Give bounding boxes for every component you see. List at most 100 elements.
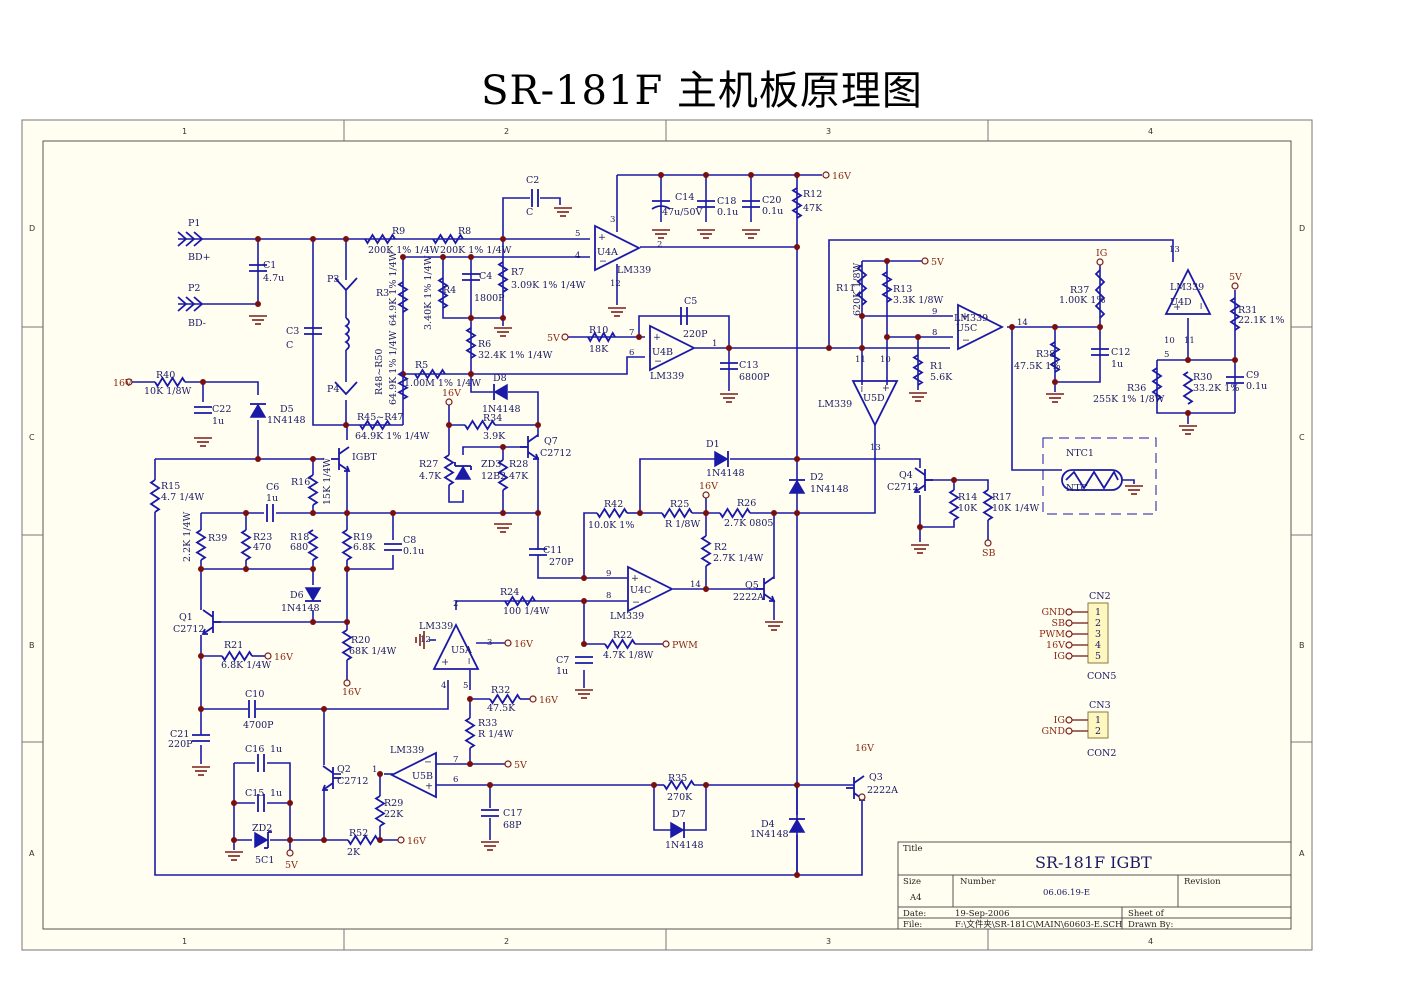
capacitor-c22 [194, 406, 212, 414]
emitter [202, 626, 214, 635]
plus-sign: + [440, 658, 451, 666]
u4a-part: LM339 [617, 265, 651, 276]
diode-body [788, 818, 806, 833]
r24-value: 100 1/4W [503, 606, 549, 617]
port-label-v16: 16V [855, 743, 874, 754]
u4a-pin-5: 5 [575, 229, 580, 239]
emitter [322, 782, 334, 791]
comparator-body [957, 303, 1005, 351]
junction-dot [658, 172, 664, 178]
size-value: A4 [909, 893, 922, 903]
junction-dot [826, 345, 832, 351]
resistor-r36 [1151, 367, 1163, 401]
resistor-r1 [912, 354, 924, 386]
c12-value: 1u [1111, 359, 1123, 370]
number-value: 06.06.19-E [1043, 888, 1090, 898]
number-label: Number [960, 877, 996, 887]
port-label-v16: 16V [274, 652, 293, 663]
ntc-thermistor [1042, 437, 1157, 515]
c2-ref: C2 [526, 175, 539, 186]
cn2-pin-port [1065, 652, 1073, 660]
cn2-pin-number: 5 [1095, 651, 1101, 662]
resistor-r3 [397, 281, 409, 313]
junction-dot [703, 586, 709, 592]
r5-value: 1.00M 1% 1/4W [404, 378, 481, 389]
connector-cn2 [1087, 602, 1109, 739]
junction-dot [859, 345, 865, 351]
grid-col-4-bottom: 4 [1148, 937, 1153, 946]
port-v16 [822, 171, 830, 179]
u4c-pin-9: 9 [606, 569, 611, 579]
capacitors [192, 189, 1244, 817]
port-label-v16: 16V [699, 481, 718, 492]
u5b-ref: U5B [412, 771, 433, 782]
u5a-part: LM339 [419, 621, 453, 632]
port-v5 [561, 333, 569, 341]
capacitor-c20 [742, 200, 760, 208]
port-label-v5: 5V [1229, 272, 1242, 283]
junction-dot [377, 771, 383, 777]
junction-dot [287, 800, 293, 806]
port-label-v16: 16V [407, 836, 426, 847]
resistor-r52 [347, 834, 379, 846]
c3-value: C [286, 340, 293, 351]
comparator-u4b: +− [649, 324, 697, 372]
cn3-pin-port [1065, 727, 1073, 735]
d6-ref: D6 [290, 590, 304, 601]
resistor-r13 [881, 271, 893, 303]
capacitor-c11 [529, 548, 547, 556]
u5b-part: LM339 [390, 745, 424, 756]
resistor-r32 [489, 693, 521, 705]
u5c-pin-8: 8 [932, 328, 937, 338]
port-label-v5: 5V [931, 257, 944, 268]
junction-dot [884, 334, 890, 340]
q1-ref: Q1 [179, 612, 193, 623]
cn2-net-pwm: PWM [1039, 629, 1065, 640]
power-ports: 16V5V5VIG5V16V16V16V16V16VPWM16V16V5V16V… [113, 171, 1242, 871]
q5-value: 2222A [733, 592, 764, 603]
r48-50-value: 64.9K 1% 1/4W [388, 330, 399, 405]
u4c-ref: U4C [630, 585, 651, 596]
comparators: +−+−+−+−+−+−+−+− [389, 224, 1212, 799]
c10-value: 4700P [243, 720, 274, 731]
junction-dot [1185, 357, 1191, 363]
u5d-ref: U5D [863, 393, 885, 404]
r38-value: 47.5K 1% [1014, 361, 1060, 372]
c15-ref: C15 [245, 788, 264, 799]
u4d-ref: U4D [1170, 297, 1192, 308]
cn3-type: CON2 [1087, 748, 1116, 759]
port-label-v5: 5V [514, 760, 527, 771]
size-label: Size [903, 877, 921, 887]
junction-dot [310, 619, 316, 625]
grid-col-1-bottom: 1 [182, 937, 187, 946]
r48-50-ref: R48~R50 [374, 349, 385, 395]
r28-value: 47K [509, 471, 529, 482]
port-label-v16: 16V [832, 171, 851, 182]
junction-dot [310, 456, 316, 462]
resistor-r7 [497, 261, 509, 293]
resistor-r16 [307, 474, 319, 506]
junction-dot [651, 782, 657, 788]
junction-dot [255, 236, 261, 242]
emitter [338, 463, 350, 472]
u5c-pin-9: 9 [932, 307, 937, 317]
port-label-sb: SB [982, 548, 996, 559]
diode-body [493, 383, 508, 401]
p1-ref: P1 [188, 218, 200, 229]
r33-ref: R33 [478, 718, 497, 729]
grid-row-a: A [29, 849, 35, 858]
junction-dot [794, 782, 800, 788]
port-v5 [286, 849, 294, 857]
grid-row-d-right: D [1299, 224, 1305, 233]
junction-dot [535, 422, 541, 428]
r12-ref: R12 [803, 189, 822, 200]
c6-value: 1u [266, 493, 278, 504]
u4d-part: LM339 [1170, 282, 1204, 293]
junction-dot [467, 696, 473, 702]
r38-ref: R38 [1036, 349, 1055, 360]
port-v16 [397, 836, 405, 844]
junction-dot [859, 313, 865, 319]
emitter-arrow [533, 453, 540, 460]
q4-ref: Q4 [899, 470, 913, 481]
cn3-pin-number: 2 [1095, 726, 1101, 737]
